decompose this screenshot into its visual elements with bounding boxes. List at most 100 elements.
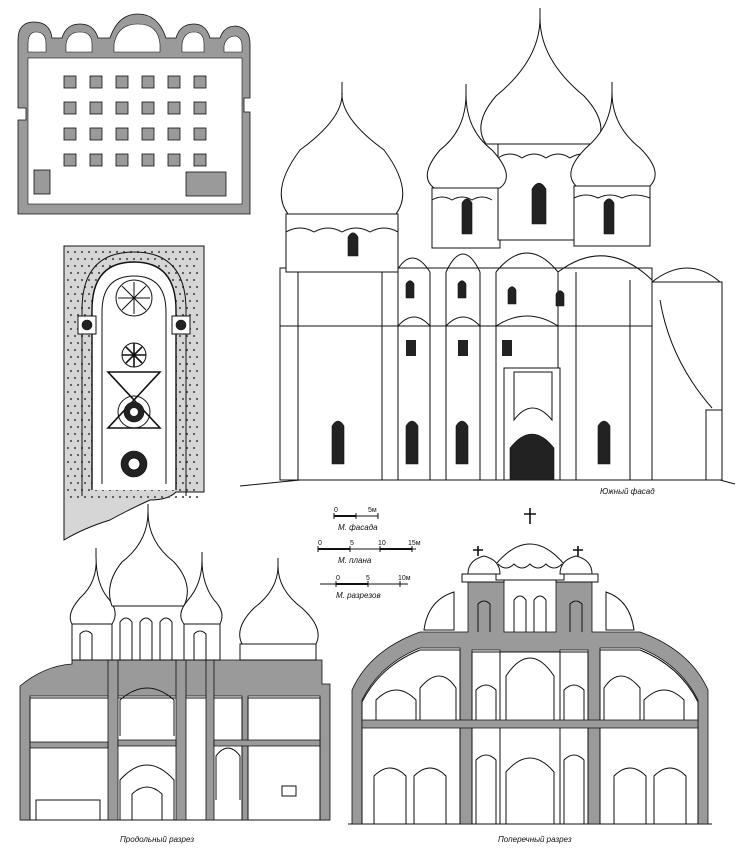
stipple-dot — [76, 481, 80, 485]
stipple-dot — [185, 250, 189, 254]
scale-bars: 0 5м М. фасада 0 5 10 15м М. плана 0 5 1… — [317, 507, 421, 600]
stipple-dot — [192, 418, 196, 422]
stipple-dot — [83, 453, 87, 457]
facade-window — [461, 198, 473, 235]
stipple-dot — [66, 404, 70, 408]
stipple-dot — [83, 397, 87, 401]
stipple-dot — [192, 404, 196, 408]
stipple-dot — [195, 327, 199, 331]
transverse-section: Поперечный разрез — [348, 508, 712, 844]
stipple-dot — [83, 299, 87, 303]
stipple-dot — [69, 341, 73, 345]
stipple-dot — [101, 250, 105, 254]
stipple-dot — [73, 404, 77, 408]
facade-window — [405, 280, 415, 299]
stipple-dot — [178, 306, 182, 310]
stipple-dot — [181, 495, 185, 499]
plan-pier — [193, 75, 207, 89]
stipple-dot — [90, 285, 94, 289]
stipple-dot — [80, 250, 84, 254]
stipple-dot — [192, 306, 196, 310]
stipple-dot — [94, 250, 98, 254]
stipple-dot — [181, 383, 185, 387]
facade-window — [455, 420, 469, 465]
stipple-dot — [188, 299, 192, 303]
facade-caption: Южный фасад — [600, 487, 655, 496]
stipple-dot — [167, 271, 171, 275]
stipple-dot — [97, 271, 101, 275]
plan-pier — [115, 153, 129, 167]
plan-pier — [89, 153, 103, 167]
plan-scale-caption: М. плана — [338, 556, 372, 565]
ornamental-panel — [63, 245, 205, 541]
stipple-dot — [146, 495, 150, 499]
stipple-dot — [111, 495, 115, 499]
stipple-dot — [167, 495, 171, 499]
plan-pier — [115, 101, 129, 115]
stipple-dot — [195, 257, 199, 261]
stipple-dot — [188, 397, 192, 401]
plan-pier — [63, 101, 77, 115]
stipple-dot — [195, 341, 199, 345]
svg-text:5: 5 — [350, 540, 354, 547]
plan-pier — [141, 101, 155, 115]
stipple-dot — [73, 446, 77, 450]
stipple-dot — [188, 411, 192, 415]
stipple-dot — [90, 271, 94, 275]
stipple-dot — [195, 271, 199, 275]
plan-pier — [89, 127, 103, 141]
stipple-dot — [76, 369, 80, 373]
stipple-dot — [195, 383, 199, 387]
facade-window-square — [458, 340, 468, 356]
stipple-dot — [188, 369, 192, 373]
stipple-dot — [87, 446, 91, 450]
plan-pier — [89, 75, 103, 89]
stipple-dot — [69, 467, 73, 471]
stipple-dot — [195, 453, 199, 457]
stipple-dot — [146, 257, 150, 261]
stipple-dot — [69, 425, 73, 429]
stipple-dot — [115, 250, 119, 254]
stipple-dot — [111, 257, 115, 261]
stipple-dot — [73, 278, 77, 282]
stipple-dot — [192, 390, 196, 394]
stipple-dot — [73, 488, 77, 492]
stipple-dot — [192, 250, 196, 254]
facade-scale: 0 5м М. фасада — [333, 507, 379, 532]
stipple-dot — [66, 278, 70, 282]
stipple-dot — [69, 355, 73, 359]
stipple-dot — [188, 481, 192, 485]
stipple-dot — [178, 446, 182, 450]
stipple-dot — [192, 320, 196, 324]
stipple-dot — [125, 257, 129, 261]
plan-pier — [141, 153, 155, 167]
stipple-dot — [69, 495, 73, 499]
facade-window-square — [502, 340, 512, 356]
rosette-cog — [120, 450, 148, 478]
stipple-dot — [195, 313, 199, 317]
south-facade: Южный фасад — [239, 8, 736, 496]
stipple-dot — [188, 453, 192, 457]
stipple-dot — [167, 257, 171, 261]
stipple-dot — [181, 271, 185, 275]
rosette-ring — [117, 395, 151, 429]
stipple-dot — [195, 467, 199, 471]
stipple-dot — [178, 250, 182, 254]
stipple-dot — [178, 404, 182, 408]
stipple-dot — [181, 341, 185, 345]
stipple-dot — [181, 397, 185, 401]
stipple-dot — [97, 257, 101, 261]
svg-text:0: 0 — [318, 540, 322, 547]
stipple-dot — [73, 264, 77, 268]
stipple-dot — [69, 383, 73, 387]
stipple-dot — [87, 250, 91, 254]
stipple-dot — [66, 250, 70, 254]
stipple-dot — [80, 278, 84, 282]
svg-text:0: 0 — [334, 507, 338, 514]
stipple-dot — [174, 285, 178, 289]
stipple-dot — [69, 397, 73, 401]
plan-pier — [193, 153, 207, 167]
stipple-dot — [83, 355, 87, 359]
stipple-dot — [76, 355, 80, 359]
